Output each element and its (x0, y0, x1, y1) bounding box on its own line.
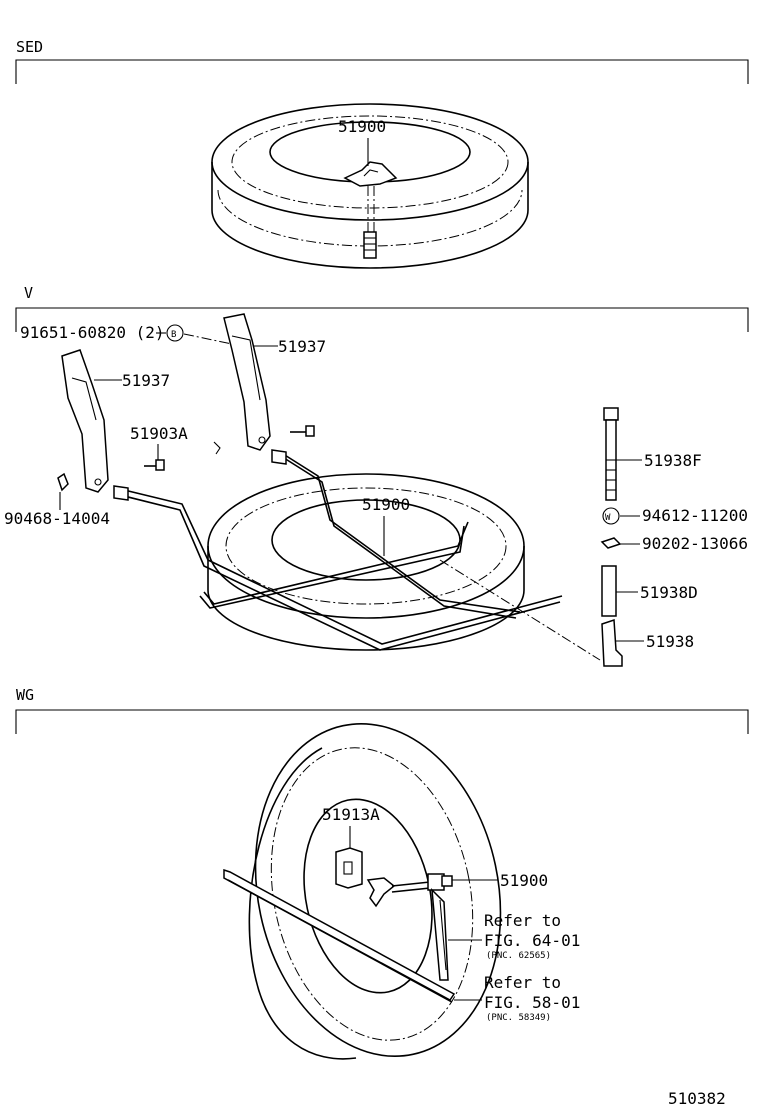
label-51937-upper: 51937 (278, 337, 326, 356)
label-51900-sed: 51900 (338, 117, 386, 136)
center-line-v (439, 559, 601, 661)
section-wg: WG 51913A 51900 (15, 686, 749, 1060)
label-pnc-62565: (PNC. 62565) (486, 951, 551, 961)
wing-bolt-51900-wg (366, 873, 453, 908)
bracket-51937-left (61, 349, 109, 493)
label-90202-13066: 90202-13066 (642, 534, 748, 553)
label-fig-58-01: FIG. 58-01 (484, 993, 580, 1012)
label-51938f: 51938F (644, 451, 702, 470)
label-pnc-58349: (PNC. 58349) (486, 1013, 551, 1023)
sleeve-51938d (601, 565, 617, 617)
section-sed: SED 51900 (15, 38, 749, 269)
label-refer-to-2: Refer to (484, 973, 561, 992)
nut-90202 (600, 537, 622, 549)
section-label-sed: SED (16, 38, 43, 56)
label-51913a: 51913A (322, 805, 380, 824)
label-90468-14004: 90468-14004 (4, 509, 110, 528)
section-label-v: V (24, 284, 33, 302)
label-94612-11200: 94612-11200 (642, 506, 748, 525)
label-51900-v: 51900 (362, 495, 410, 514)
section-label-wg: WG (16, 686, 34, 704)
side-brackets-wg (431, 888, 449, 981)
hold-down-clamp-sed (343, 161, 398, 259)
bolt-mark-b-text: B (171, 330, 176, 340)
label-refer-to-1: Refer to (484, 911, 561, 930)
label-91651-60820: 91651-60820 (2) (20, 323, 165, 342)
label-fig-64-01: FIG. 64-01 (484, 931, 580, 950)
label-51938d: 51938D (640, 583, 698, 602)
diagram-code: 510382 (668, 1089, 726, 1108)
washer-mark-w: W (605, 513, 611, 523)
bolt-51903a (144, 441, 221, 471)
section-bracket-sed (15, 59, 749, 84)
bolt-upper-small (290, 425, 315, 437)
holder-51913a (335, 847, 363, 889)
tire-strap-wg (223, 868, 456, 1003)
carrier-rods-v (113, 449, 563, 651)
bolt-mark-b (166, 324, 184, 342)
section-v: V 91651-60820 (2) B (4, 284, 749, 667)
section-bracket-wg (15, 709, 749, 734)
bolt-90468 (57, 472, 69, 492)
bolt-51938f (603, 407, 619, 501)
label-51903a: 51903A (130, 424, 188, 443)
label-51900-wg: 51900 (500, 871, 548, 890)
washer-94612 (602, 507, 620, 525)
section-bracket-v (15, 307, 749, 332)
bracket-51937-right (223, 313, 271, 451)
label-51938: 51938 (646, 632, 694, 651)
label-51937-left: 51937 (122, 371, 170, 390)
hook-51938 (601, 618, 623, 667)
